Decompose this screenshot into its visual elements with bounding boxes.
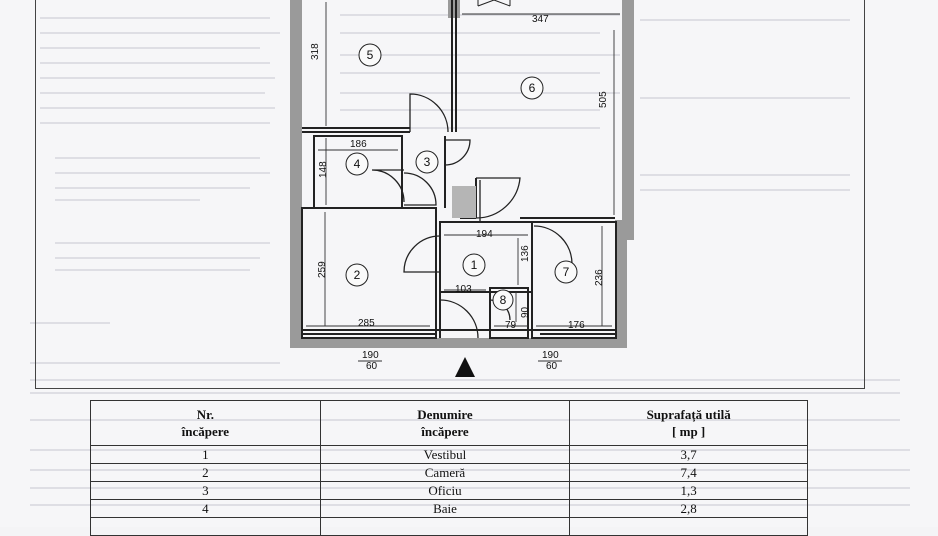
north-arrow-icon	[455, 357, 475, 377]
dim-347: 347	[532, 14, 549, 25]
dim-148: 148	[318, 161, 329, 178]
dim-285: 285	[358, 318, 375, 329]
dim-194: 194	[476, 229, 493, 240]
room-number-3	[415, 150, 439, 174]
shaft	[452, 186, 476, 218]
cell-area: 2,8	[569, 499, 808, 518]
table-row: 3 Oficiu 1,3	[90, 481, 808, 500]
window-left-height: 60	[366, 361, 378, 372]
cell-name: Vestibul	[319, 445, 571, 464]
room-label-5: 5	[367, 48, 374, 62]
dim-90: 90	[520, 306, 531, 318]
cell-nr: 3	[90, 481, 321, 500]
table-row: 2 Cameră 7,4	[90, 463, 808, 482]
walls	[290, 0, 634, 348]
dim-505: 505	[598, 91, 609, 108]
room-label-7: 7	[563, 265, 570, 279]
dim-103: 103	[455, 284, 472, 295]
cell-nr: 4	[90, 499, 321, 518]
interior-walls	[301, 0, 617, 339]
room-label-4: 4	[354, 157, 361, 171]
cell-area: 7,4	[569, 463, 808, 482]
table-row: 4 Baie 2,8	[90, 499, 808, 518]
room-number-2	[345, 263, 369, 287]
cell-nr: 1	[90, 445, 321, 464]
door-swings	[371, 93, 573, 339]
room-label-8: 8	[500, 293, 507, 307]
room-number-4	[345, 152, 369, 176]
window-left-width: 190	[362, 350, 379, 361]
dim-176: 176	[568, 320, 585, 331]
dimension-labels: 347 318 505 186 148 194 136 259 103 236 …	[310, 14, 609, 372]
room-number-5	[358, 43, 382, 67]
room-number-1	[462, 253, 486, 277]
window-right-width: 190	[542, 350, 559, 361]
header-area: Suprafață utilă[ mp ]	[569, 400, 808, 446]
cell-area: 3,7	[569, 445, 808, 464]
dim-236: 236	[594, 269, 605, 286]
dimension-lines	[306, 2, 620, 362]
cell-area: 1,3	[569, 481, 808, 500]
dim-259: 259	[317, 261, 328, 278]
header-nr: Nr.încăpere	[90, 400, 321, 446]
window-right-height: 60	[546, 361, 558, 372]
room-label-1: 1	[471, 258, 478, 272]
dim-186: 186	[350, 139, 367, 150]
room-label-3: 3	[424, 155, 431, 169]
dim-136: 136	[520, 245, 531, 262]
cell-nr: 2	[90, 463, 321, 482]
room-number-7	[554, 260, 578, 284]
table-row: 1 Vestibul 3,7	[90, 445, 808, 464]
cell-name: Cameră	[319, 463, 571, 482]
room-label-2: 2	[354, 268, 361, 282]
room-number-6	[520, 76, 544, 100]
plan-frame	[35, 0, 865, 389]
room-label-6: 6	[529, 81, 536, 95]
cell-name: Baie	[319, 499, 571, 518]
window-top	[477, 0, 511, 7]
dim-318: 318	[310, 43, 321, 60]
room-number-8	[492, 289, 514, 311]
room-number-circles: 1 2 3 4 5 6 7 8	[345, 43, 578, 311]
dim-79: 79	[505, 320, 517, 331]
cell-name: Oficiu	[319, 481, 571, 500]
